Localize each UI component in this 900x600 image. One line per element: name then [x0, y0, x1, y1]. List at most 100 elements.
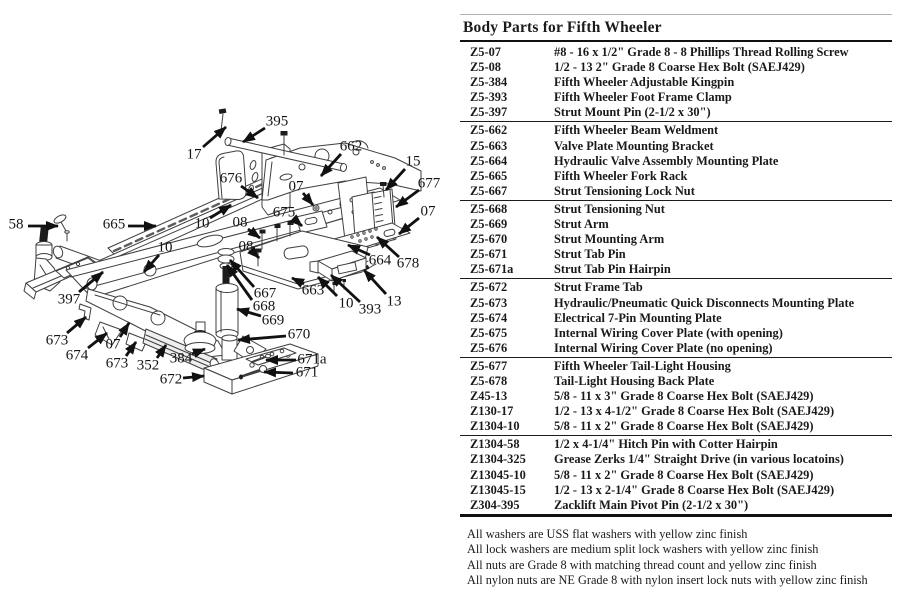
part-number-cell: Z5-393: [470, 90, 508, 105]
callout-397: 397: [58, 270, 104, 307]
footnote-line: All nylon nuts are NE Grade 8 with nylon…: [467, 573, 868, 588]
part-number-cell: Z13045-10: [470, 467, 526, 482]
table-row: Z5-393 Fifth Wheeler Foot Frame Clamp: [460, 90, 892, 105]
part-description-cell: Strut Tab Pin Hairpin: [554, 262, 671, 277]
part-number-cell: Z304-395: [470, 497, 520, 512]
svg-text:664: 664: [369, 252, 392, 268]
callout-10: 10: [142, 239, 173, 273]
part-description-cell: Strut Tensioning Nut: [554, 201, 665, 216]
callout-673: 673: [46, 315, 87, 348]
svg-text:384: 384: [170, 350, 193, 366]
callout-664: 664: [347, 243, 392, 268]
svg-text:662: 662: [340, 138, 363, 154]
table-row: Z5-669 Strut Arm: [460, 217, 892, 232]
part-number-cell: Z5-675: [470, 325, 508, 340]
svg-text:08: 08: [233, 214, 248, 230]
part-number-cell: Z1304-325: [470, 452, 526, 467]
part-description-cell: 5/8 - 11 x 3" Grade 8 Coarse Hex Bolt (S…: [554, 389, 814, 404]
svg-text:397: 397: [58, 291, 81, 307]
part-number-cell: Z5-663: [470, 138, 508, 153]
part-number-cell: Z5-662: [470, 123, 508, 138]
title-rule: [460, 40, 892, 42]
svg-text:673: 673: [46, 332, 69, 348]
callout-662: 662: [319, 138, 363, 177]
part-description-cell: Grease Zerks 1/4" Straight Drive (in var…: [554, 452, 844, 467]
footnote-line: All washers are USS flat washers with ye…: [467, 526, 748, 541]
part-number-cell: Z5-669: [470, 217, 508, 232]
callout-669: 669: [236, 307, 284, 328]
svg-text:07: 07: [421, 203, 437, 219]
callout-672: 672: [160, 371, 205, 387]
parts-table-body: Z5-07#8 - 16 x 1/2" Grade 8 - 8 Phillips…: [460, 44, 892, 517]
part-number-cell: Z5-678: [470, 373, 508, 388]
svg-text:665: 665: [103, 216, 126, 232]
part-number-cell: Z1304-58: [470, 437, 520, 452]
part-description-cell: 5/8 - 11 x 2" Grade 8 Coarse Hex Bolt (S…: [554, 419, 814, 434]
table-row: Z1304-325 Grease Zerks 1/4" Straight Driv…: [460, 452, 892, 467]
svg-text:671a: 671a: [297, 351, 327, 367]
part-number-cell: Z5-668: [470, 201, 508, 216]
part-description-cell: Strut Mount Pin (2-1/2 x 30"): [554, 105, 711, 120]
table-row: Z5-675 Internal Wiring Cover Plate (with …: [460, 326, 892, 341]
part-description-cell: Internal Wiring Cover Plate (no opening): [554, 340, 773, 355]
part-description-cell: Hydraulic Valve Assembly Mounting Plate: [554, 153, 779, 168]
callout-13: 13: [362, 269, 402, 309]
callout-671a: 671a: [265, 351, 327, 367]
svg-text:15: 15: [406, 153, 421, 169]
callout-384: 384: [170, 347, 206, 366]
svg-text:663: 663: [302, 282, 325, 298]
footnotes: All washers are USS flat washers with ye…: [458, 527, 894, 589]
callout-668: 668: [225, 264, 275, 314]
table-title: Body Parts for Fifth Wheeler: [463, 19, 662, 36]
svg-text:670: 670: [288, 326, 311, 342]
part-number-cell: Z5-671a: [470, 262, 514, 277]
part-description-cell: Zacklift Main Pivot Pin (2-1/2 x 30"): [554, 497, 749, 512]
part-description-cell: 5/8 - 11 x 2" Grade 8 Coarse Hex Bolt (S…: [554, 467, 814, 482]
strut-assembly-art: [215, 248, 267, 364]
right-plates-art: [333, 176, 411, 271]
left-foot-assembly-art: [23, 225, 99, 300]
footnote-line: All lock washers are medium split lock w…: [467, 542, 819, 557]
callout-08: 08: [239, 238, 260, 259]
part-description-cell: Strut Arm: [554, 217, 609, 232]
part-description-cell: Electrical 7-Pin Mounting Plate: [554, 310, 722, 325]
svg-text:17: 17: [187, 146, 203, 162]
part-description-cell: Fifth Wheeler Foot Frame Clamp: [554, 90, 732, 105]
part-number-cell: Z5-677: [470, 358, 508, 373]
part-description-cell: Internal Wiring Cover Plate (with openin…: [554, 325, 783, 340]
part-number-cell: Z5-665: [470, 168, 508, 183]
svg-text:07: 07: [106, 336, 122, 352]
part-number-cell: Z13045-15: [470, 482, 526, 497]
part-number-cell: Z5-384: [470, 75, 508, 90]
part-number-cell: Z5-670: [470, 232, 508, 247]
callout-07: 07: [106, 322, 131, 352]
callout-673: 673: [106, 341, 138, 371]
parts-table-panel: Body Parts for Fifth Wheeler Z5-07#8 - 1…: [458, 0, 894, 588]
svg-text:676: 676: [220, 170, 243, 186]
svg-text:10: 10: [158, 239, 173, 255]
svg-text:671: 671: [296, 364, 319, 380]
part-number-cell: Z1304-10: [470, 419, 520, 434]
part-description-cell: Fifth Wheeler Adjustable Kingpin: [554, 75, 735, 90]
part-number-cell: Z5-07: [470, 45, 501, 59]
callout-670: 670: [237, 326, 311, 344]
exploded-parts-diagram: 1739566215677076760767558665100808103976…: [9, 108, 441, 395]
top-rule: [460, 14, 892, 15]
table-row: Z13045-10 5/8 - 11 x 2" Grade 8 Coarse He…: [460, 468, 892, 483]
svg-text:672: 672: [160, 371, 183, 387]
